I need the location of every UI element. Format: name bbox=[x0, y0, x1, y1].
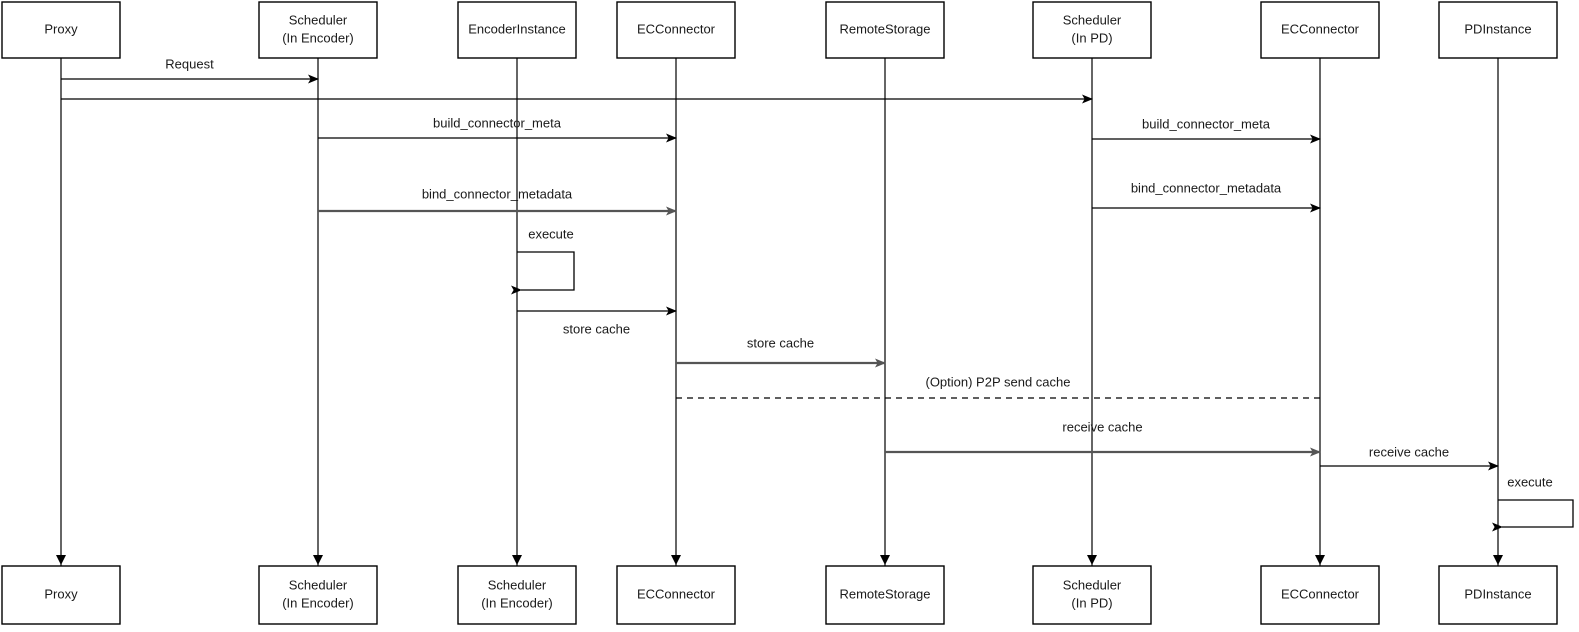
participant-box-top-sched_enc[interactable] bbox=[258, 1, 378, 59]
message-label-m8: store cache bbox=[747, 335, 814, 350]
self-message-loop-s2[interactable] bbox=[1492, 499, 1574, 532]
participant-label-top-remote: RemoteStorage bbox=[839, 21, 930, 36]
lifeline-arrowhead-encoder_inst bbox=[512, 555, 522, 565]
participant-box-bottom-ecconn_left[interactable] bbox=[616, 565, 736, 625]
message-label-m11: receive cache bbox=[1369, 444, 1449, 459]
message-label-m9: (Option) P2P send cache bbox=[925, 374, 1070, 389]
lifelines-group bbox=[56, 58, 1503, 566]
self-message-loop-s1[interactable] bbox=[511, 251, 575, 295]
message-label-m7: store cache bbox=[563, 321, 630, 336]
message-label-m5: bind_connector_metadata bbox=[422, 186, 573, 201]
message-label-m3: build_connector_meta bbox=[433, 115, 562, 130]
message-label-m4: build_connector_meta bbox=[1142, 116, 1271, 131]
participant-label-bottom-pd_inst: PDInstance bbox=[1464, 586, 1531, 601]
message-label-m10: receive cache bbox=[1062, 419, 1142, 434]
participant-label-bottom-proxy: Proxy bbox=[44, 586, 78, 601]
participant-label-top-pd_inst: PDInstance bbox=[1464, 21, 1531, 36]
participant-sublabel-top-sched_enc: (In Encoder) bbox=[282, 30, 354, 45]
participant-label-top-ecconn_left: ECConnector bbox=[637, 21, 716, 36]
participant-label-bottom-sched_pd: Scheduler bbox=[1063, 577, 1122, 592]
participant-label-top-sched_pd: Scheduler bbox=[1063, 12, 1122, 27]
self-message-label-s1: execute bbox=[528, 226, 574, 241]
participant-label-bottom-ecconn_right: ECConnector bbox=[1281, 586, 1360, 601]
participant-sublabel-bottom-sched_enc: (In Encoder) bbox=[282, 595, 354, 610]
participant-box-top-pd_inst[interactable] bbox=[1438, 1, 1558, 59]
participant-box-bottom-sched_enc[interactable] bbox=[258, 565, 378, 625]
lifeline-arrowhead-proxy bbox=[56, 555, 66, 565]
participant-box-bottom-remote[interactable] bbox=[825, 565, 945, 625]
participant-box-top-sched_pd[interactable] bbox=[1032, 1, 1152, 59]
participant-label-bottom-remote: RemoteStorage bbox=[839, 586, 930, 601]
lifeline-arrowhead-remote bbox=[880, 555, 890, 565]
participant-sublabel-bottom-encoder_inst: (In Encoder) bbox=[481, 595, 553, 610]
message-label-m6: bind_connector_metadata bbox=[1131, 180, 1282, 195]
participant-label-bottom-ecconn_left: ECConnector bbox=[637, 586, 716, 601]
lifeline-arrowhead-sched_enc bbox=[313, 555, 323, 565]
lifeline-arrowhead-ecconn_left bbox=[671, 555, 681, 565]
participant-box-top-encoder_inst[interactable] bbox=[457, 1, 577, 59]
participant-box-bottom-proxy[interactable] bbox=[1, 565, 121, 625]
participant-box-top-proxy[interactable] bbox=[1, 1, 121, 59]
participant-label-top-ecconn_right: ECConnector bbox=[1281, 21, 1360, 36]
participant-box-top-ecconn_right[interactable] bbox=[1260, 1, 1380, 59]
participant-box-bottom-sched_pd[interactable] bbox=[1032, 565, 1152, 625]
participant-box-top-remote[interactable] bbox=[825, 1, 945, 59]
participant-label-bottom-sched_enc: Scheduler bbox=[289, 577, 348, 592]
self-messages-group: execute execute bbox=[511, 226, 1574, 532]
participant-sublabel-top-sched_pd: (In PD) bbox=[1071, 30, 1112, 45]
participant-label-bottom-encoder_inst: Scheduler bbox=[488, 577, 547, 592]
participant-box-top-ecconn_left[interactable] bbox=[616, 1, 736, 59]
message-label-m1: Request bbox=[165, 56, 214, 71]
participant-box-bottom-encoder_inst[interactable] bbox=[457, 565, 577, 625]
lifeline-arrowhead-ecconn_right bbox=[1315, 555, 1325, 565]
self-message-label-s2: execute bbox=[1507, 474, 1553, 489]
lifeline-arrowhead-sched_pd bbox=[1087, 555, 1097, 565]
messages-group: Request build_connector_meta build_connect… bbox=[61, 56, 1499, 471]
participant-label-top-encoder_inst: EncoderInstance bbox=[468, 21, 566, 36]
participant-box-bottom-pd_inst[interactable] bbox=[1438, 565, 1558, 625]
lifeline-arrowhead-pd_inst bbox=[1493, 555, 1503, 565]
participant-sublabel-bottom-sched_pd: (In PD) bbox=[1071, 595, 1112, 610]
participant-label-top-proxy: Proxy bbox=[44, 21, 78, 36]
participant-box-bottom-ecconn_right[interactable] bbox=[1260, 565, 1380, 625]
participant-label-top-sched_enc: Scheduler bbox=[289, 12, 348, 27]
